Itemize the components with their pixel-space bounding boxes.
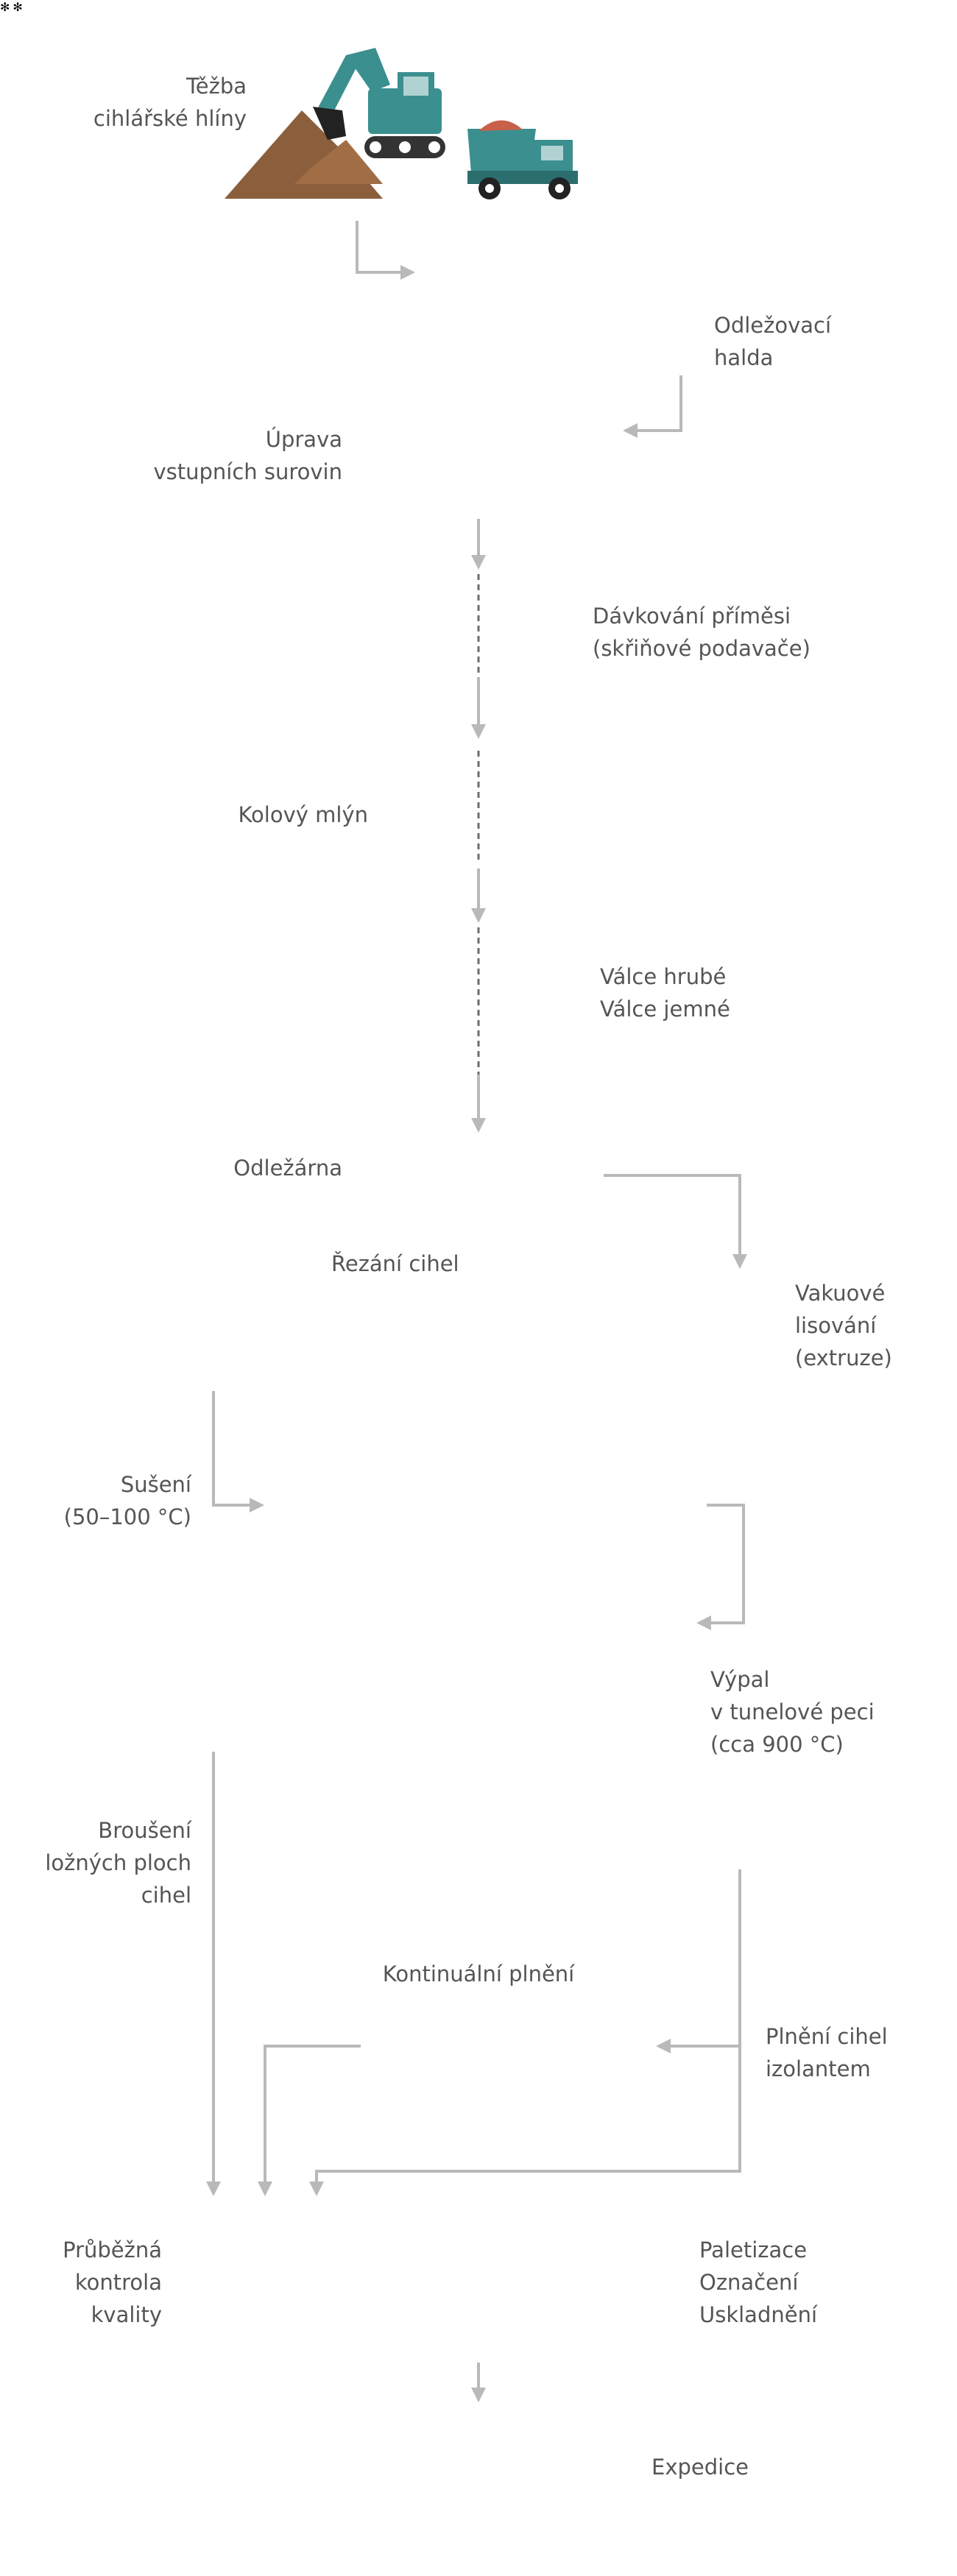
label-dosing: Dávkování příměsi (skřiňové podavače)	[593, 604, 811, 661]
label-shipping: Expedice	[651, 2455, 749, 2480]
label-continuous-filling: Kontinuální plnění	[382, 1961, 575, 1986]
label-extrusion: Vakuové lisování (extruze)	[795, 1281, 892, 1370]
label-quality-control: Průběžná kontrola kvality	[63, 2237, 162, 2327]
label-clay-mining: Těžba cihlářské hlíny	[93, 74, 247, 131]
label-stockpile: Odležovací halda	[714, 313, 832, 370]
flow-arrows	[206, 221, 747, 2402]
label-cutting: Řezání cihel	[331, 1251, 459, 1276]
label-drying: Sušení (50–100 °C)	[63, 1472, 191, 1529]
label-rollers: Válce hrubé Válce jemné	[600, 964, 730, 1022]
label-palletizing: Paletizace Označení Uskladnění	[699, 2237, 818, 2327]
label-insulation-filling: Plnění cihel izolantem	[766, 2024, 888, 2081]
label-souring-house: Odležárna	[233, 1156, 342, 1181]
dump-truck-icon	[467, 120, 578, 199]
dosing-feeders: ✻ ✻	[0, 1, 23, 14]
label-raw-prep: Úprava vstupních surovin	[153, 427, 342, 484]
label-grinding: Broušení ložných ploch cihel	[45, 1818, 191, 1908]
label-firing: Výpal v tunelové peci (cca 900 °C)	[710, 1667, 875, 1757]
label-edge-mill: Kolový mlýn	[238, 802, 368, 827]
excavator-icon	[313, 48, 445, 158]
clay-mining-illustration	[225, 48, 578, 199]
